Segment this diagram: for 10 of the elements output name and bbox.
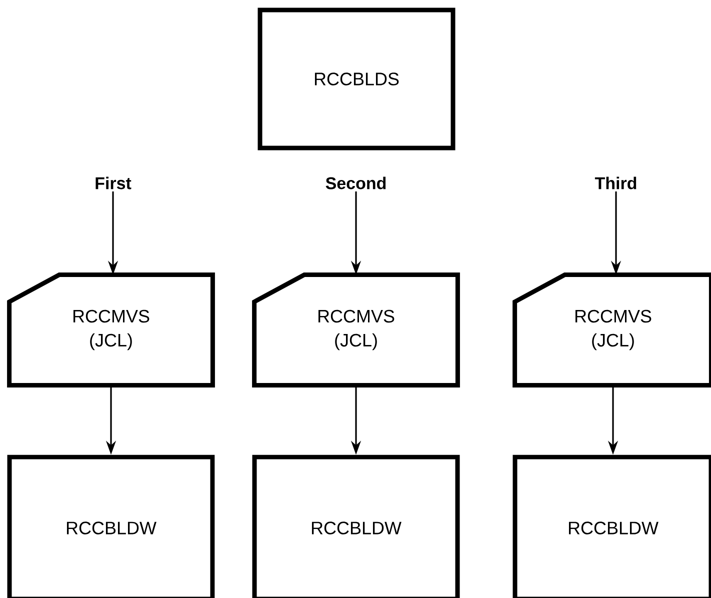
process-box: RCCBLDW (252, 454, 460, 598)
punched-card: RCCMVS (JCL) (7, 272, 215, 388)
punched-card: RCCMVS (JCL) (512, 272, 711, 388)
process-box: RCCBLDW (512, 454, 711, 598)
step-label: Second (326, 176, 386, 190)
punched-card: RCCMVS (JCL) (252, 272, 460, 388)
step-label: Third (594, 176, 636, 190)
step-label: First (96, 176, 132, 190)
process-box: RCCBLDS (258, 8, 456, 150)
process-box: RCCBLDW (7, 454, 215, 598)
